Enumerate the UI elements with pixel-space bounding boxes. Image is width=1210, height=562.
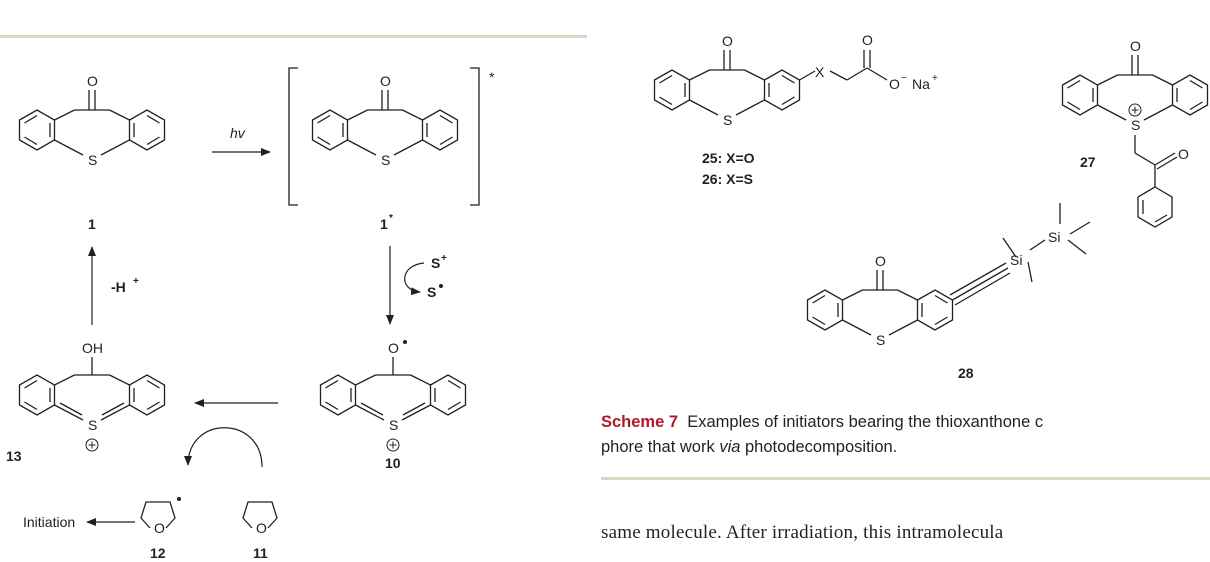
hv-label: hv bbox=[230, 125, 246, 141]
carbonyl-o: O bbox=[862, 32, 873, 48]
thf-radical-oxygen: O bbox=[154, 520, 165, 536]
initiator-structures-right: O S X O O − Na + 25: X=O 26: X=S O S O 2… bbox=[653, 32, 1209, 381]
caption-line2-end: photodecomposition. bbox=[740, 438, 898, 456]
x-atom: X bbox=[815, 64, 825, 80]
sodium-ion: Na bbox=[912, 76, 930, 92]
label-compound-25: 25: X=O bbox=[702, 150, 755, 166]
excited-asterisk: * bbox=[489, 69, 495, 85]
scheme-caption: Scheme 7 Examples of initiators bearing … bbox=[601, 410, 1210, 460]
curved-arrow-thf bbox=[184, 427, 263, 468]
svg-text:O: O bbox=[1130, 38, 1141, 54]
thioxanthone-25-26: O S bbox=[653, 33, 888, 128]
carboxylate-minus: − bbox=[901, 73, 907, 84]
initiation-label: Initiation bbox=[23, 514, 75, 530]
label-compound-13: 13 bbox=[6, 448, 22, 464]
left-bracket bbox=[288, 67, 298, 206]
s-radical-dot bbox=[439, 284, 443, 288]
label-compound-1: 1 bbox=[88, 216, 96, 232]
label-compound-11: 11 bbox=[253, 545, 268, 561]
label-compound-26: 26: X=S bbox=[702, 171, 753, 187]
thf-radical-12 bbox=[140, 497, 181, 529]
svg-text:S: S bbox=[381, 152, 390, 168]
s-radical-label: S bbox=[427, 284, 436, 300]
caption-italic-via: via bbox=[719, 438, 741, 456]
caption-line1: Examples of initiators bearing the thiox… bbox=[687, 413, 1044, 431]
label-compound-12: 12 bbox=[150, 545, 166, 561]
svg-text:S: S bbox=[876, 332, 885, 348]
svg-text:OH: OH bbox=[82, 340, 103, 356]
minus-h-label: -H bbox=[111, 279, 126, 295]
reaction-scheme-left: O S 1 hv O S * 1 * S + S O S 10 -H + bbox=[6, 67, 495, 561]
svg-text:S: S bbox=[88, 152, 97, 168]
sodium-plus: + bbox=[932, 73, 938, 84]
curved-arrow-s bbox=[404, 262, 425, 296]
scheme-label: Scheme 7 bbox=[601, 413, 679, 431]
thioxanthenyl-radical-10: O S bbox=[319, 340, 467, 452]
minus-h-sup: + bbox=[133, 276, 139, 287]
ketone-o-27: O bbox=[1178, 146, 1189, 162]
body-paragraph: same molecule. After irradiation, this i… bbox=[601, 522, 1004, 543]
label-compound-1-excited: 1 bbox=[380, 216, 388, 232]
s-plus-sup: + bbox=[441, 253, 447, 264]
label-compound-10: 10 bbox=[385, 455, 401, 471]
thioxanthenium-27: O S bbox=[1061, 38, 1209, 228]
svg-text:O: O bbox=[722, 33, 733, 49]
silicon-1: Si bbox=[1010, 252, 1022, 268]
svg-text:O: O bbox=[380, 73, 391, 89]
carboxylate-o: O bbox=[889, 76, 900, 92]
caption-rule-right bbox=[601, 477, 1210, 480]
svg-text:S: S bbox=[88, 417, 97, 433]
svg-text:S: S bbox=[1131, 117, 1140, 133]
top-rule-left bbox=[0, 35, 587, 38]
caption-line2-start: phore that work bbox=[601, 438, 720, 456]
label-compound-28: 28 bbox=[958, 365, 974, 381]
thf-11 bbox=[242, 501, 278, 529]
right-bracket bbox=[470, 67, 480, 206]
svg-text:O: O bbox=[87, 73, 98, 89]
thioxanthone-1: O S bbox=[18, 73, 166, 168]
svg-text:S: S bbox=[389, 417, 398, 433]
thioxanthone-28: O S bbox=[806, 203, 1091, 348]
s-plus-label: S bbox=[431, 255, 440, 271]
svg-text:S: S bbox=[723, 112, 732, 128]
label-compound-1-excited-sup: * bbox=[389, 213, 393, 224]
thioxanthone-1-excited: O S bbox=[311, 73, 459, 168]
svg-text:O: O bbox=[388, 340, 399, 356]
silicon-2: Si bbox=[1048, 229, 1060, 245]
svg-text:O: O bbox=[875, 253, 886, 269]
hydroxythioxanthenium-13: OH S bbox=[18, 340, 166, 452]
thf-oxygen: O bbox=[256, 520, 267, 536]
label-compound-27: 27 bbox=[1080, 154, 1096, 170]
